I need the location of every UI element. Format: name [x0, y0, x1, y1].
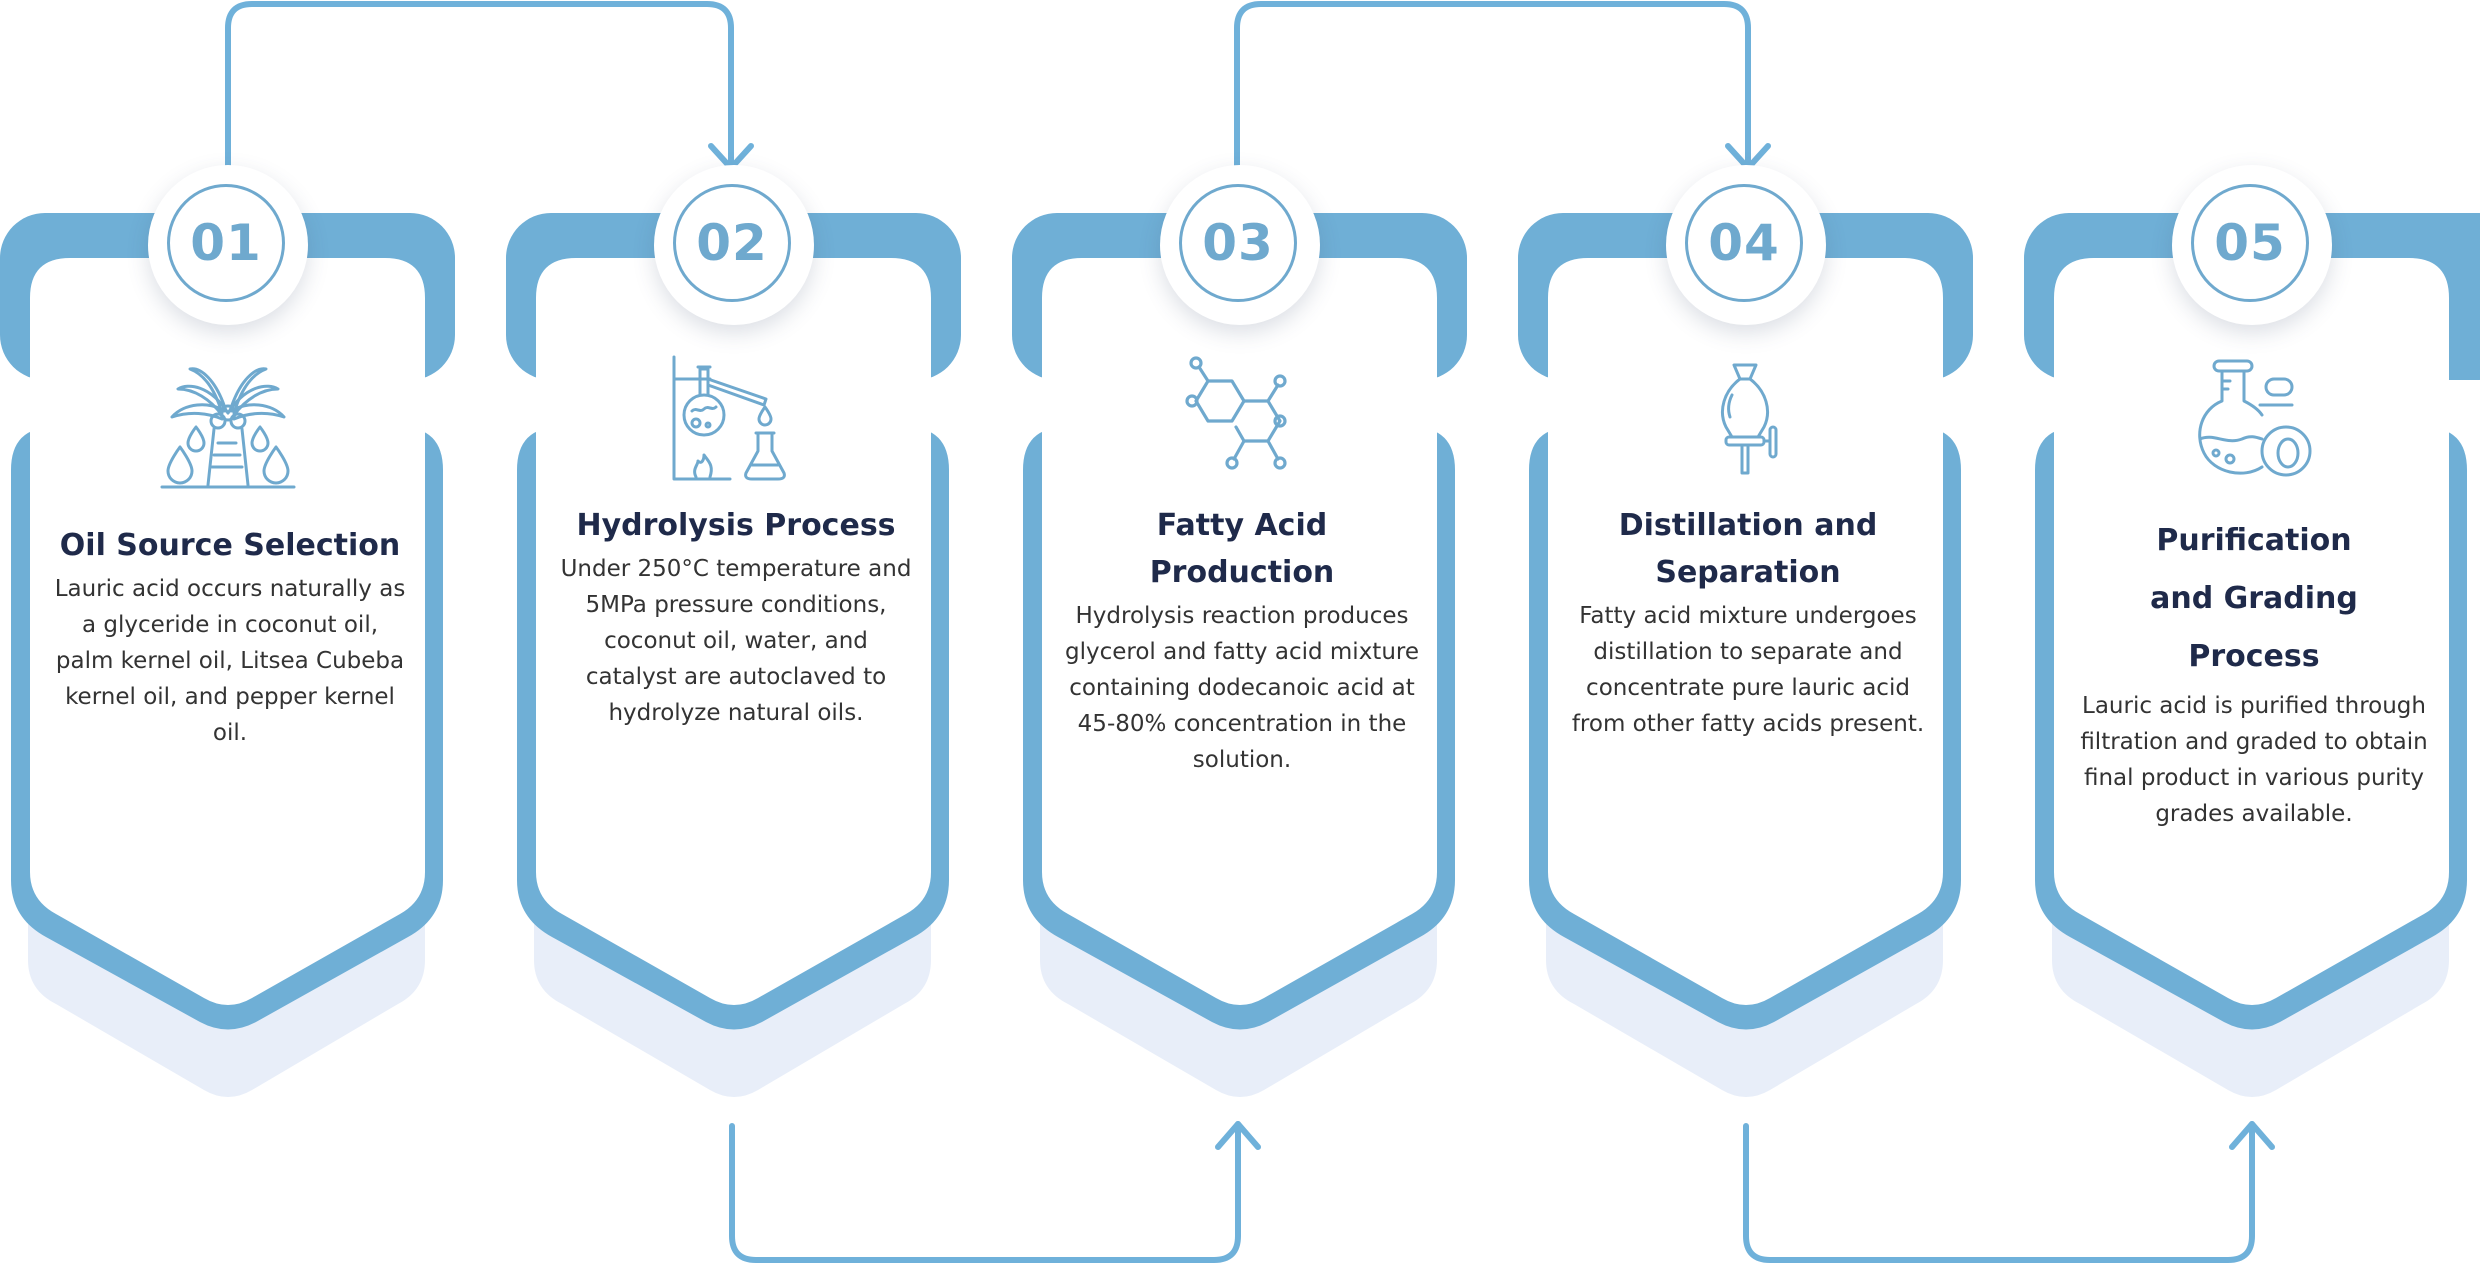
step-title: Fatty Acid Production [1149, 508, 1335, 590]
step-number: 03 [1202, 214, 1274, 272]
step-title: Distillation and Separation [1618, 508, 1878, 590]
flask-coconut-icon [2198, 359, 2312, 477]
card-frame [1518, 213, 1973, 1097]
distillation-apparatus-icon [672, 355, 786, 481]
card-frame [0, 213, 455, 1097]
step-card-01: 01 Oil Source Selection Lauric acid occu… [0, 0, 506, 1267]
step-number-badge: 02 [654, 165, 814, 325]
step-title: Oil Source Selection [59, 528, 401, 563]
step-title: Hydrolysis Process [576, 508, 896, 543]
step-content: Oil Source Selection Lauric acid occurs … [50, 522, 410, 751]
molecule-structure-icon [1185, 356, 1287, 470]
step-number-badge: 01 [148, 165, 308, 325]
step-description: Under 250°C temperature and 5MPa pressur… [560, 556, 912, 726]
step-content: Purification and Grading Process Lauric … [2074, 512, 2434, 832]
card-frame [2024, 213, 2480, 1097]
card-frame [1012, 213, 1467, 1097]
card-frame [506, 213, 961, 1097]
step-card-04: 04 Distillation and Separation Fatty aci… [1518, 0, 2024, 1267]
step-card-02: 02 Hydrolysis Process Under 250°C temper… [506, 0, 1012, 1267]
step-number-badge: 05 [2172, 165, 2332, 325]
step-number-badge: 04 [1666, 165, 1826, 325]
step-description: Lauric acid occurs naturally as a glycer… [54, 576, 406, 746]
step-card-05: 05 Purification and Grading Process Laur… [2024, 0, 2480, 1267]
step-description: Lauric acid is purified through filtrati… [2080, 693, 2428, 827]
palm-tree-oil-icon [160, 367, 296, 489]
step-card-03: 03 Fatty Acid Production Hydrolysis reac… [1012, 0, 1518, 1267]
step-number: 04 [1708, 214, 1780, 272]
step-description: Hydrolysis reaction produces glycerol an… [1065, 603, 1419, 773]
step-number: 05 [2214, 214, 2286, 272]
step-title: Purification and Grading Process [2150, 523, 2358, 674]
step-number-badge: 03 [1160, 165, 1320, 325]
separatory-funnel-icon [1721, 363, 1778, 475]
step-number: 01 [190, 214, 262, 272]
step-content: Hydrolysis Process Under 250°C temperatu… [556, 502, 916, 731]
step-content: Fatty Acid Production Hydrolysis reactio… [1062, 502, 1422, 778]
step-description: Fatty acid mixture undergoes distillatio… [1571, 603, 1925, 737]
step-content: Distillation and Separation Fatty acid m… [1568, 502, 1928, 742]
step-number: 02 [696, 214, 768, 272]
